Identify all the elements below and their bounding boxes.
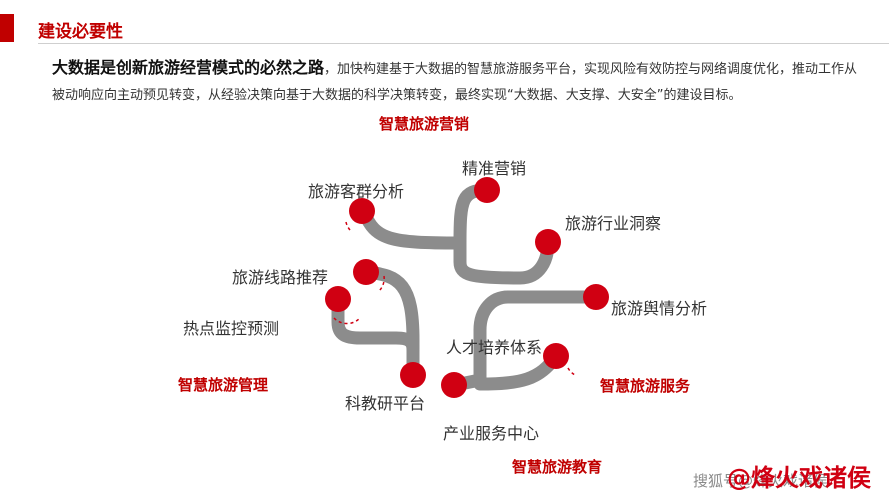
node-dot-sentiment-analysis <box>583 284 609 310</box>
node-dot-talent-training <box>543 343 569 369</box>
category-marketing: 智慧旅游营销 <box>379 115 470 133</box>
node-dot-route-recommendation <box>353 259 379 285</box>
arc-route <box>377 275 385 293</box>
intro-lead: 大数据是创新旅游经营模式的必然之路 <box>52 58 325 77</box>
node-dot-research-platform <box>400 362 426 388</box>
node-label-industry-insight: 旅游行业洞察 <box>565 214 662 233</box>
arc-tourist-group <box>345 221 353 233</box>
node-label-precision-marketing: 精准营销 <box>462 159 527 178</box>
watermark-source: 搜狐号@烽火戏诸侯 <box>693 472 829 490</box>
node-label-tourist-group: 旅游客群分析 <box>308 182 405 201</box>
node-label-sentiment-analysis: 旅游舆情分析 <box>611 299 708 318</box>
node-accent-arcs <box>333 221 576 376</box>
category-management: 智慧旅游管理 <box>178 376 269 394</box>
node-dot-industry-service <box>441 372 467 398</box>
connector-sentiment <box>448 290 603 392</box>
node-dot-precision-marketing <box>474 177 500 203</box>
node-dot-industry-insight <box>535 229 561 255</box>
arc-talent <box>567 367 576 376</box>
intro-body: ，加快构建基于大数据的智慧旅游服务平台，实现风险有效防控与网络调度优化，推动工作… <box>52 62 858 103</box>
node-label-route-recommendation: 旅游线路推荐 <box>232 268 329 287</box>
category-education: 智慧旅游教育 <box>512 458 603 476</box>
node-dot-tourist-group <box>349 198 375 224</box>
node-dot-hotspot-monitoring <box>325 286 351 312</box>
arc-hotspot <box>333 317 361 325</box>
node-dots <box>325 177 609 398</box>
node-label-talent-training: 人才培养体系 <box>446 338 543 357</box>
connector-industry <box>453 236 555 285</box>
node-label-industry-service: 产业服务中心 <box>443 424 540 443</box>
watermark-handle: @烽火戏诸侯 <box>727 464 871 492</box>
slide-title: 建设必要性 <box>38 22 123 42</box>
header-divider <box>38 43 889 44</box>
node-label-research-platform: 科教研平台 <box>345 394 426 413</box>
connector-route <box>359 265 420 382</box>
title-accent-bar <box>0 14 14 42</box>
connector-hotspot <box>331 293 420 357</box>
category-service: 智慧旅游服务 <box>600 377 691 395</box>
node-label-hotspot-monitoring: 热点监控预测 <box>183 319 280 338</box>
intro-paragraph: 大数据是创新旅游经营模式的必然之路，加快构建基于大数据的智慧旅游服务平台，实现风… <box>52 55 862 109</box>
